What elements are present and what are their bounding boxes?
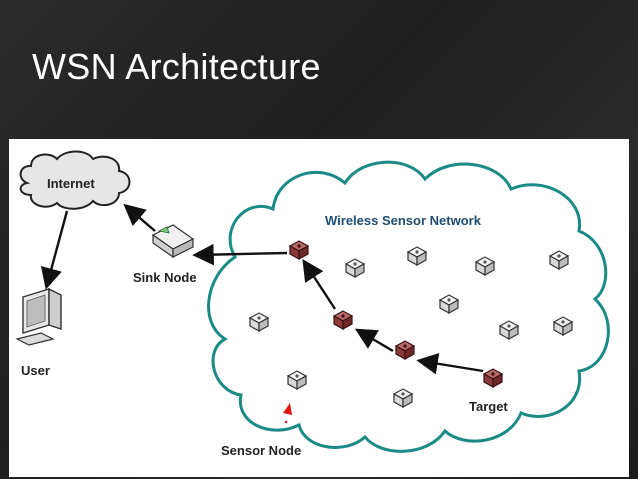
sensor-pointer-icon <box>283 403 292 415</box>
sink-to-internet-arrow <box>123 203 156 232</box>
relay3-to-relay2-arrow <box>354 328 394 353</box>
user-label: User <box>21 363 50 378</box>
network-to-sink-arrow <box>192 243 288 266</box>
diagram-panel: Internet Wireless Sensor Network Sink No… <box>9 139 629 477</box>
relay2-to-relay1-arrow <box>302 258 337 310</box>
internet-to-user-arrow <box>40 210 69 290</box>
sensor-pointer-dot <box>284 420 288 424</box>
network-label: Wireless Sensor Network <box>325 213 482 228</box>
sensor-node-label: Sensor Node <box>221 443 301 458</box>
slide-title: WSN Architecture <box>32 46 321 87</box>
internet-cloud <box>19 150 131 210</box>
sink-node-icon <box>151 224 195 259</box>
target-label: Target <box>469 399 508 414</box>
user-computer-icon <box>15 287 62 346</box>
sink-node-label: Sink Node <box>133 270 197 285</box>
network-cloud <box>207 160 610 453</box>
internet-label: Internet <box>47 176 95 191</box>
wsn-diagram: Internet Wireless Sensor Network Sink No… <box>15 150 610 458</box>
target-to-relay3-arrow <box>416 353 484 375</box>
